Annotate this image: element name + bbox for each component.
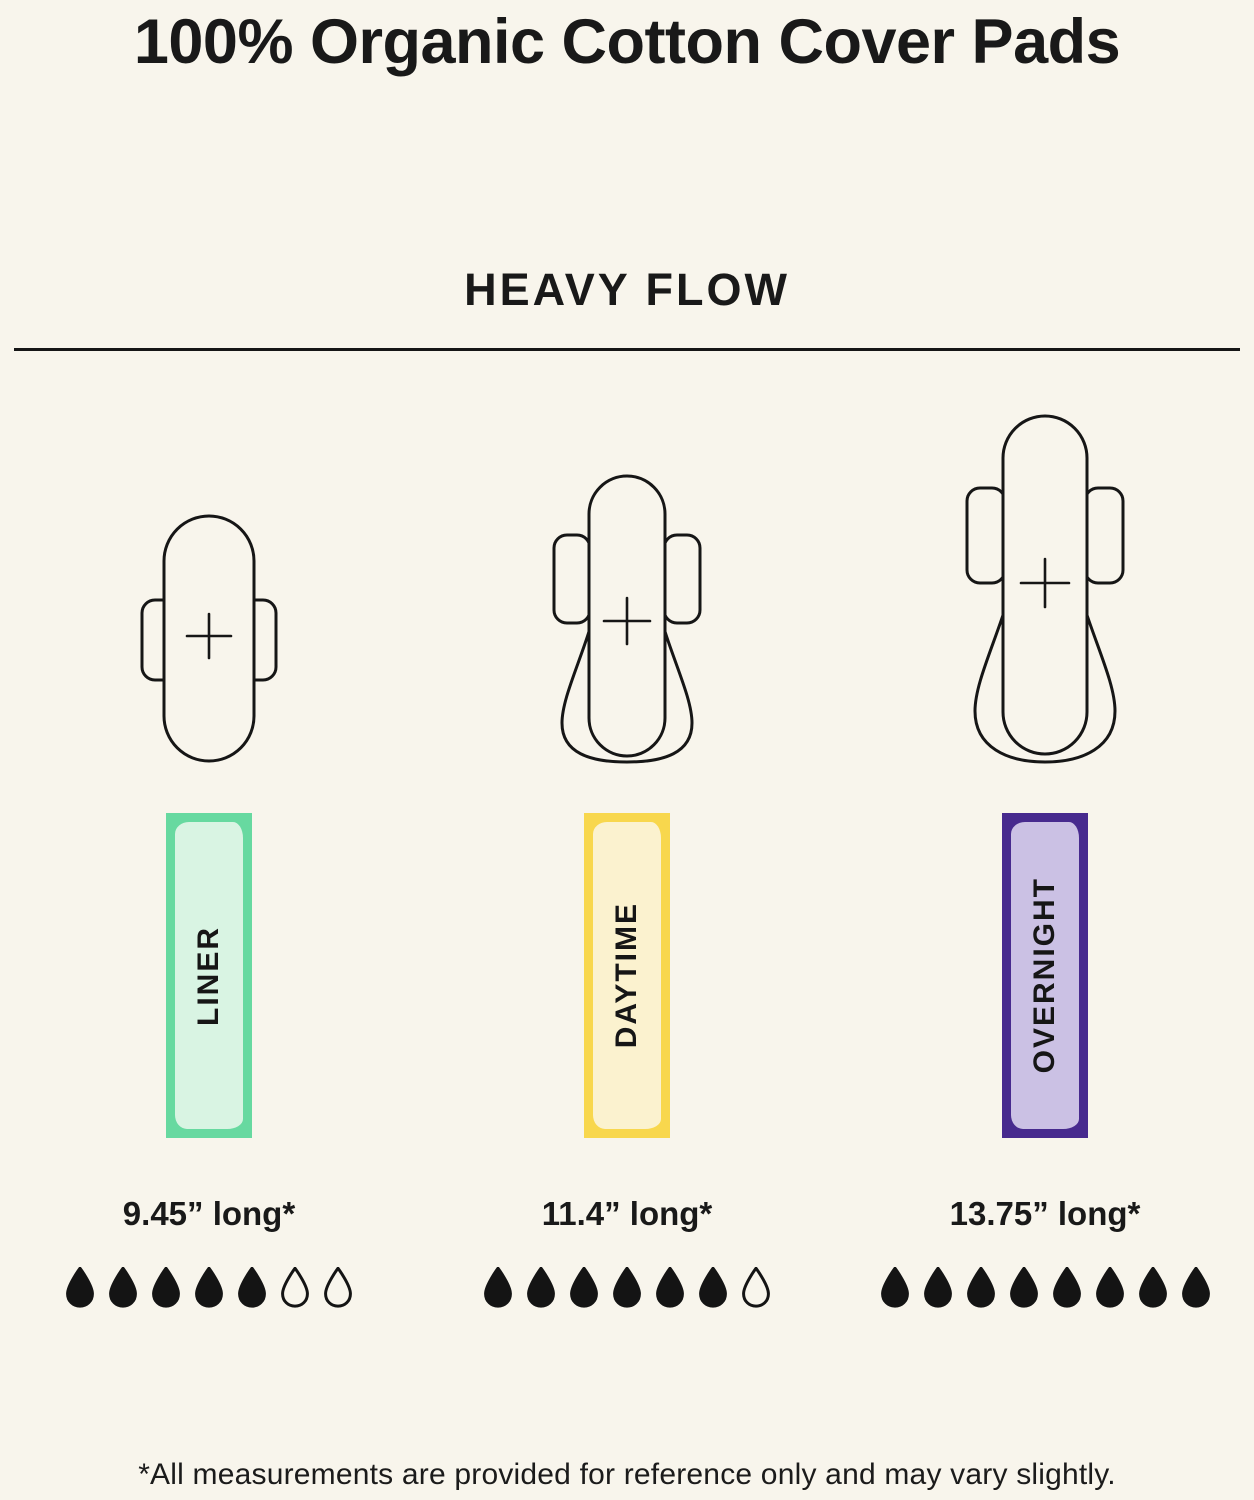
pad-area-liner xyxy=(139,411,279,765)
drop-filled-icon xyxy=(880,1267,909,1308)
drop-empty-icon xyxy=(281,1267,309,1308)
drop-filled-icon xyxy=(1052,1267,1081,1308)
page-title: 100% Organic Cotton Cover Pads xyxy=(133,7,1121,77)
tag-overnight: OVERNIGHT xyxy=(1002,813,1088,1138)
tag-liner: LINER xyxy=(166,813,252,1138)
absorbency-rating-liner xyxy=(65,1264,353,1308)
drop-filled-icon xyxy=(195,1267,223,1308)
product-columns: LINER 9.45” long* xyxy=(0,411,1254,1308)
section-heading: HEAVY FLOW xyxy=(464,264,790,315)
footnote: *All measurements are provided for refer… xyxy=(138,1458,1116,1491)
tag-inner-liner: LINER xyxy=(175,822,243,1129)
pad-wing-right xyxy=(1083,486,1125,585)
tag-label-daytime: DAYTIME xyxy=(610,902,643,1049)
pad-wing-left xyxy=(965,486,1007,585)
length-overnight: 13.75” long* xyxy=(949,1195,1141,1232)
product-column-liner: LINER 9.45” long* xyxy=(0,411,418,1308)
tag-label-overnight: OVERNIGHT xyxy=(1028,877,1061,1074)
plus-icon xyxy=(185,612,233,660)
drop-filled-icon xyxy=(527,1267,555,1308)
pad-illustration-overnight xyxy=(965,414,1125,764)
product-column-daytime: DAYTIME 11.4” long* xyxy=(418,411,836,1308)
product-column-overnight: OVERNIGHT 13.75” long* xyxy=(836,411,1254,1308)
drop-filled-icon xyxy=(613,1267,641,1308)
tag-inner-daytime: DAYTIME xyxy=(593,822,661,1129)
drop-filled-icon xyxy=(238,1267,266,1308)
section-divider xyxy=(14,348,1240,351)
drop-filled-icon xyxy=(109,1267,137,1308)
drop-filled-icon xyxy=(66,1267,94,1308)
length-daytime: 11.4” long* xyxy=(541,1195,713,1232)
drop-filled-icon xyxy=(699,1267,727,1308)
pad-illustration-daytime xyxy=(552,474,702,764)
length-liner: 9.45” long* xyxy=(122,1195,296,1232)
plus-icon xyxy=(602,596,652,646)
drop-filled-icon xyxy=(1181,1267,1210,1308)
drop-filled-icon xyxy=(484,1267,512,1308)
drop-filled-icon xyxy=(656,1267,684,1308)
drop-filled-icon xyxy=(966,1267,995,1308)
tag-daytime: DAYTIME xyxy=(584,813,670,1138)
pad-area-overnight xyxy=(965,411,1125,765)
pad-wing-left xyxy=(552,533,592,625)
tag-label-liner: LINER xyxy=(192,925,225,1026)
pad-wing-right xyxy=(662,533,702,625)
drop-filled-icon xyxy=(923,1267,952,1308)
drop-filled-icon xyxy=(570,1267,598,1308)
drop-filled-icon xyxy=(1138,1267,1167,1308)
pad-area-daytime xyxy=(552,411,702,765)
drop-filled-icon xyxy=(1009,1267,1038,1308)
absorbency-rating-daytime xyxy=(483,1264,771,1308)
pad-illustration-liner xyxy=(140,514,278,763)
plus-icon xyxy=(1019,557,1071,609)
drop-filled-icon xyxy=(1095,1267,1124,1308)
drop-empty-icon xyxy=(742,1267,770,1308)
drop-filled-icon xyxy=(152,1267,180,1308)
tag-inner-overnight: OVERNIGHT xyxy=(1011,822,1079,1129)
absorbency-rating-overnight xyxy=(880,1264,1211,1308)
drop-empty-icon xyxy=(324,1267,352,1308)
